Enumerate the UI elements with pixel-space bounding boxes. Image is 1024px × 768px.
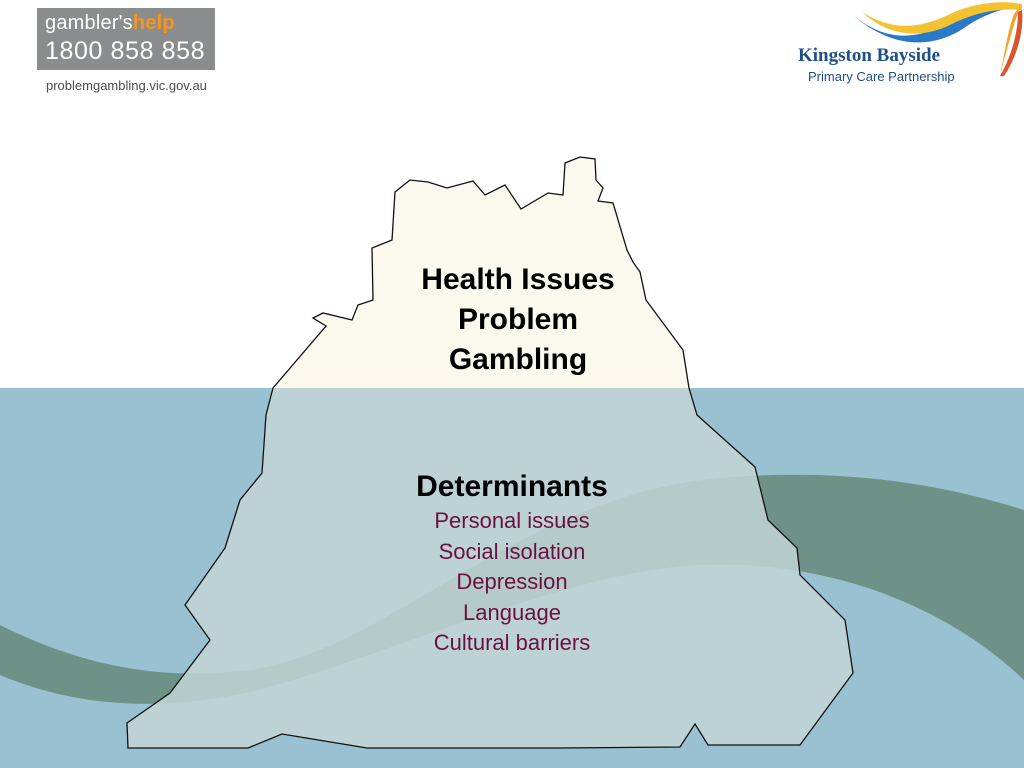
gamblers-help-url: problemgambling.vic.gov.au [46,78,207,93]
determinants-title: Determinants [416,470,608,503]
tip-line: Gambling [448,343,588,376]
brand-prefix: gambler's [45,12,133,34]
determinant-item: Depression [456,569,568,594]
determinant-item: Cultural barriers [433,630,591,655]
tip-line: Health Issues [421,263,615,296]
gamblers-help-brand: gambler'shelp [45,10,215,36]
determinants-block: Determinants Personal issues Social isol… [382,468,642,659]
iceberg-outline [126,156,854,749]
tip-line: Problem [457,303,579,336]
kingston-bayside-subtitle: Primary Care Partnership [808,69,955,84]
determinant-item: Social isolation [438,538,586,564]
gamblers-help-box: gambler'shelp 1800 858 858 [37,8,215,70]
iceberg-tip [273,157,689,388]
swoosh-logo-icon [854,2,1023,76]
iceberg-submerged [127,388,853,748]
gamblers-help-phone: 1800 858 858 [45,37,206,65]
determinant-item: Language [463,599,561,625]
kingston-bayside-name: Kingston Bayside [798,45,941,66]
determinant-item: Personal issues [434,508,590,533]
gamblers-help-logo: gambler'shelp 1800 858 858 problemgambli… [37,8,215,93]
iceberg-tip-text: Health Issues Problem Gambling [398,260,638,380]
kingston-bayside-logo: Kingston Bayside Primary Care Partnershi… [796,0,1024,95]
brand-suffix: help [132,12,175,34]
